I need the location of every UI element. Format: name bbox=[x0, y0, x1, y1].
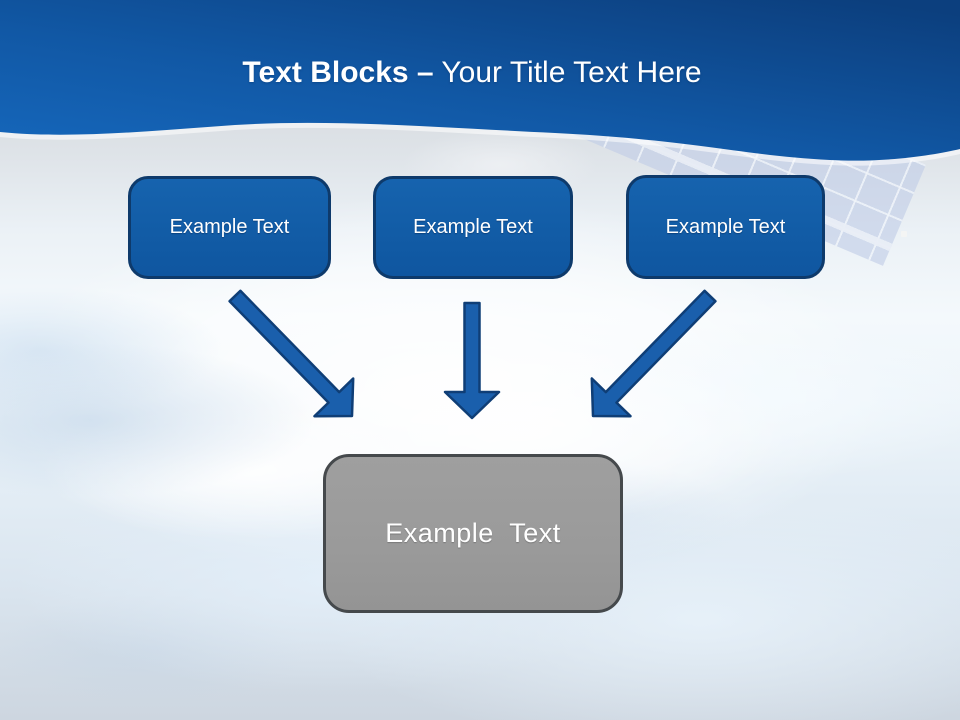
target-block-label: Example Text bbox=[385, 518, 561, 548]
arrow-connector-block-1 bbox=[228, 289, 355, 418]
text-block-1-label: Example Text bbox=[169, 216, 290, 238]
title-bold-segment: Text Blocks – bbox=[242, 56, 434, 89]
target-block: Example Text bbox=[323, 454, 623, 613]
text-block-2-label: Example Text bbox=[413, 216, 533, 238]
text-block-2: Example Text bbox=[373, 176, 573, 279]
text-block-3-label: Example Text bbox=[665, 215, 786, 238]
slide-title: Text Blocks – Your Title Text Here bbox=[0, 56, 952, 90]
white-specular-dot bbox=[901, 231, 907, 237]
text-block-3: Example Text bbox=[626, 175, 825, 279]
arrow-connector-block-3 bbox=[590, 289, 717, 418]
arrow-connector-block-2 bbox=[443, 301, 501, 420]
text-block-1: Example Text bbox=[128, 176, 331, 279]
title-regular-segment: Your Title Text Here bbox=[433, 56, 702, 89]
